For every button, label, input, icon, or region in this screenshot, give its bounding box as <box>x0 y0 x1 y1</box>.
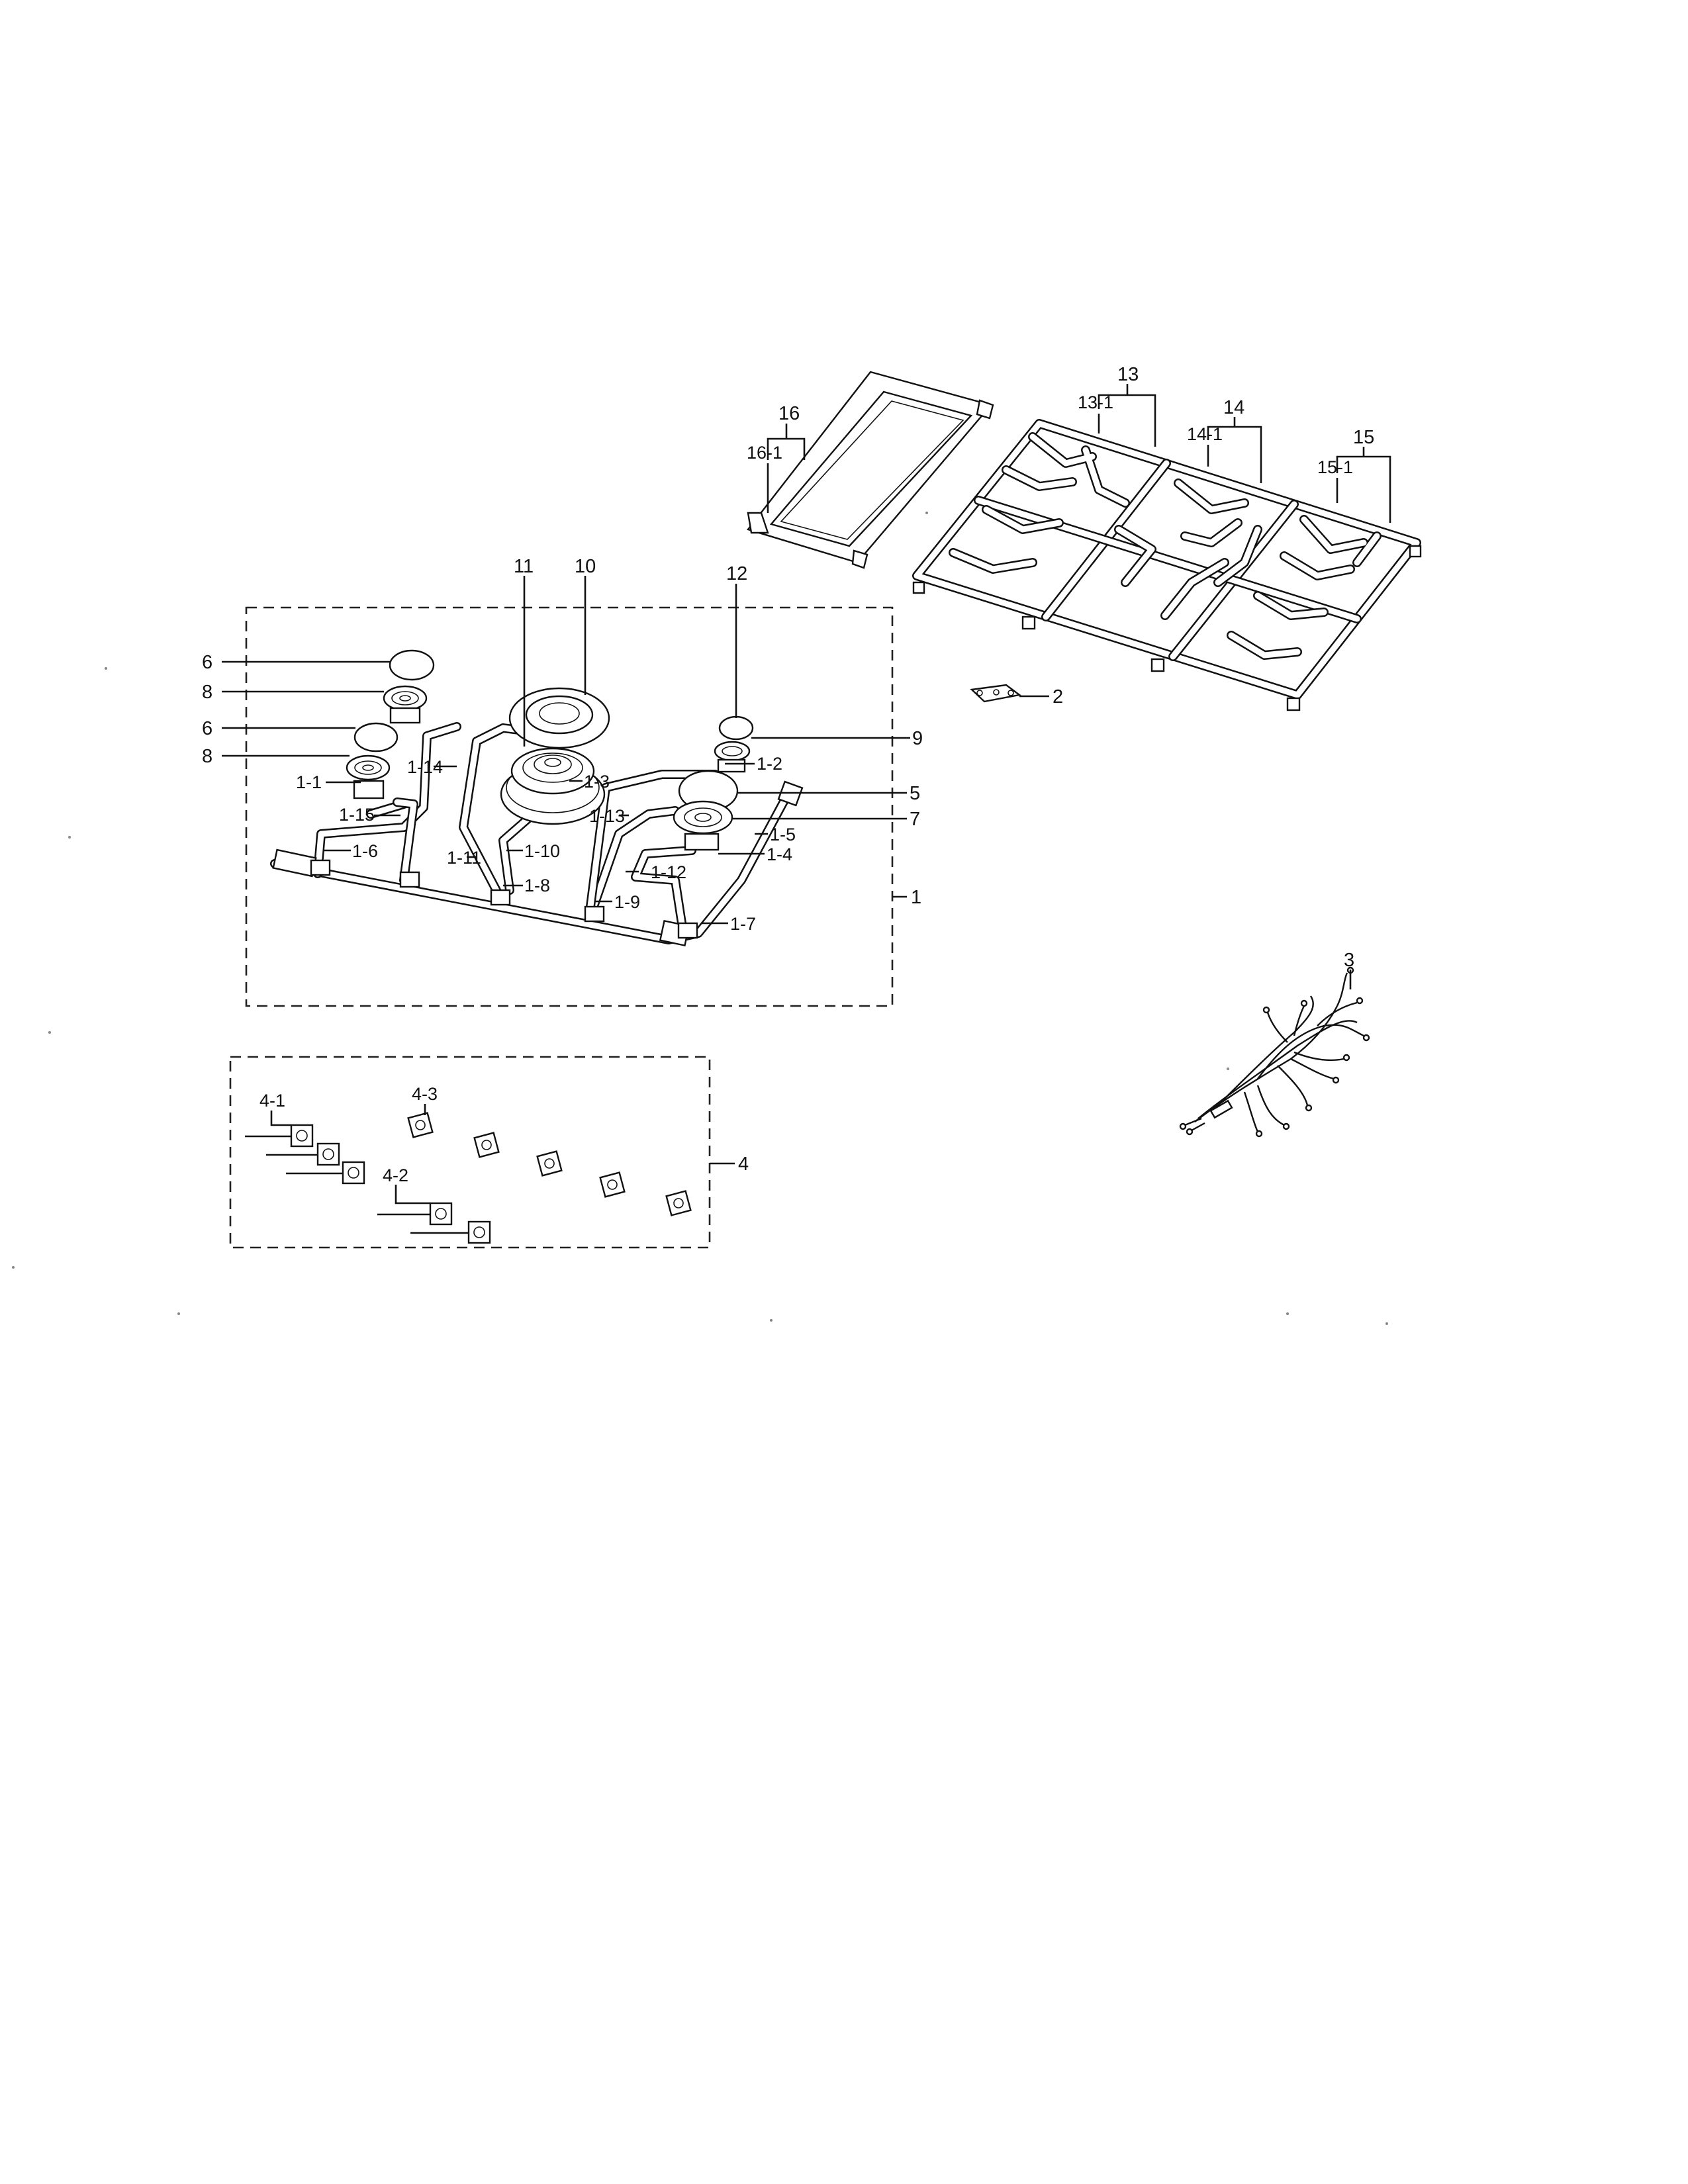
label-1-2: 1-2 <box>757 754 782 774</box>
label-14-1: 14-1 <box>1187 424 1223 444</box>
label-7: 7 <box>910 809 920 830</box>
assembly-1-boundary <box>245 606 894 1007</box>
part-3-wire-harness <box>1179 966 1370 1138</box>
burner-right-medium <box>673 770 739 851</box>
label-1-3: 1-3 <box>584 772 610 792</box>
assembly-4-boundary <box>229 1056 711 1249</box>
label-1-1: 1-1 <box>296 772 322 792</box>
label-13: 13 <box>1117 364 1139 385</box>
label-4-2: 4-2 <box>383 1165 408 1185</box>
label-9: 9 <box>912 728 923 749</box>
griddle-plate <box>746 371 994 569</box>
label-1: 1 <box>911 887 921 908</box>
label-14: 14 <box>1223 397 1244 418</box>
label-16: 16 <box>778 403 800 424</box>
label-13-1: 13-1 <box>1078 392 1113 412</box>
label-1-7: 1-7 <box>730 914 756 934</box>
igniter-set <box>245 1112 692 1244</box>
label-10: 10 <box>575 556 596 577</box>
label-1-15: 1-15 <box>339 805 375 825</box>
label-11: 11 <box>514 556 534 577</box>
label-15: 15 <box>1353 427 1374 448</box>
burner-left-rear <box>383 649 435 724</box>
burner-left-front <box>346 722 399 799</box>
label-1-11: 1-11 <box>447 848 481 868</box>
leader-lines <box>222 384 1391 1205</box>
label-4: 4 <box>738 1154 749 1175</box>
label-1-5: 1-5 <box>770 825 796 844</box>
label-1-4: 1-4 <box>767 844 792 864</box>
label-1-10: 1-10 <box>524 841 560 861</box>
label-3: 3 <box>1344 950 1354 971</box>
label-16-1: 16-1 <box>747 443 782 463</box>
label-4-3: 4-3 <box>412 1084 438 1104</box>
label-1-9: 1-9 <box>614 892 640 912</box>
label-2: 2 <box>1053 686 1063 707</box>
part-2-gasket <box>970 684 1021 703</box>
valve-brackets <box>310 859 698 939</box>
label-12: 12 <box>726 563 747 584</box>
label-5: 5 <box>910 783 920 804</box>
burner-center-large <box>500 687 610 825</box>
gas-manifold <box>270 722 804 947</box>
label-1-13: 1-13 <box>589 806 625 826</box>
grate-assembly <box>912 419 1422 711</box>
label-4-1: 4-1 <box>259 1091 285 1111</box>
label-6-front: 6 <box>202 718 212 739</box>
label-15-1: 15-1 <box>1317 457 1353 477</box>
burner-right-small <box>714 715 754 773</box>
scan-specks <box>12 512 1388 1325</box>
label-1-14: 1-14 <box>407 757 443 777</box>
label-1-8: 1-8 <box>524 876 550 895</box>
label-6-rear: 6 <box>202 652 212 673</box>
label-1-6: 1-6 <box>352 841 378 861</box>
label-8-rear: 8 <box>202 682 212 703</box>
label-1-12: 1-12 <box>651 862 686 882</box>
part-number-labels: 16 16-1 13 13-1 14 14-1 15 15-1 11 10 12… <box>202 364 1374 1185</box>
label-8-front: 8 <box>202 746 212 767</box>
